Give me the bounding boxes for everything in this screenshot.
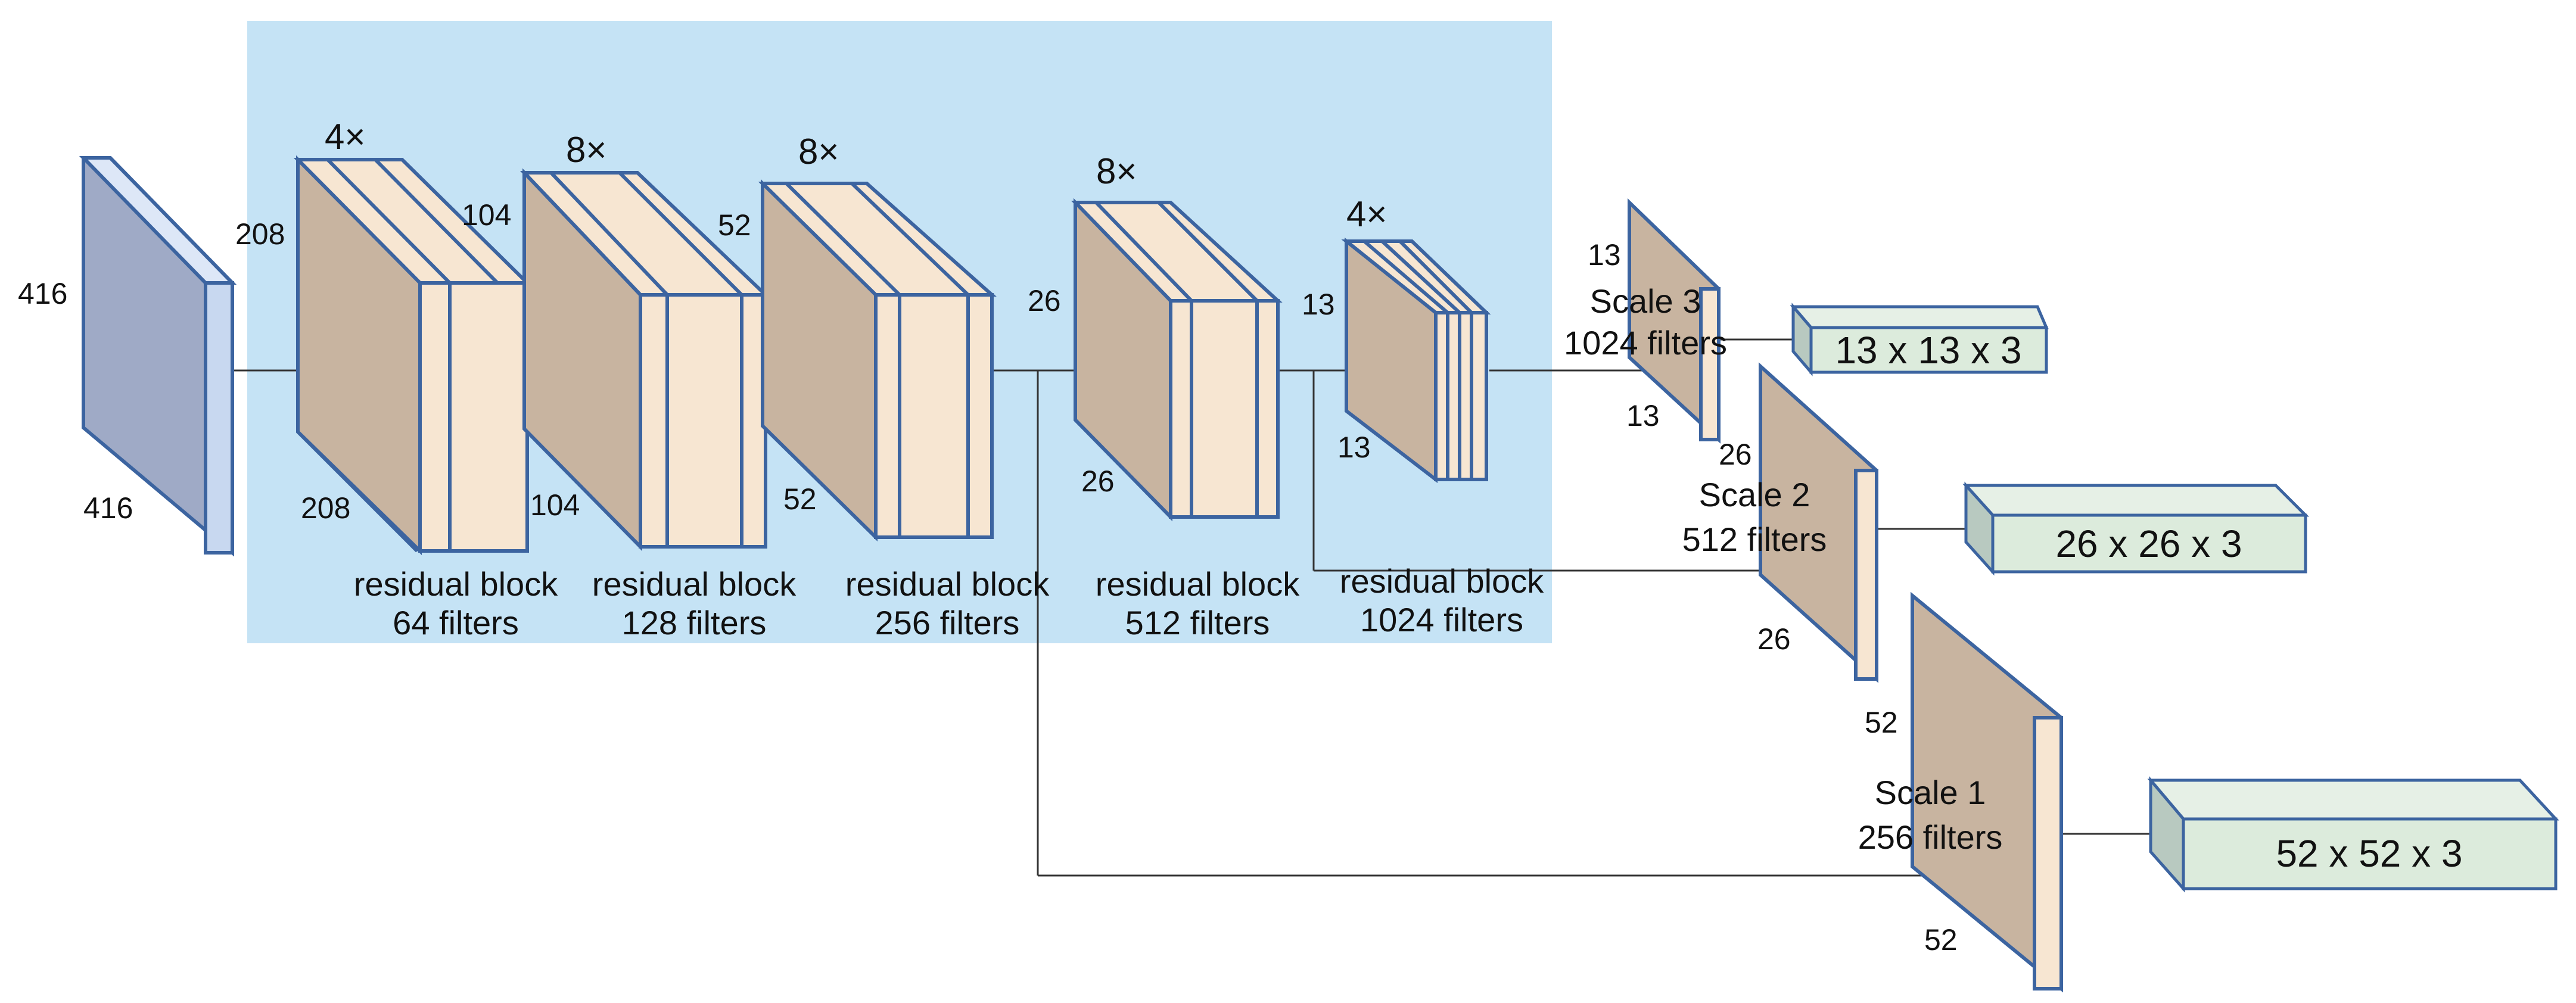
block-2-caption-line1: residual block	[592, 565, 797, 603]
output-scale-2-label: 26 x 26 x 3	[2055, 522, 2242, 565]
scale-2-label-line2: 512 filters	[1682, 521, 1827, 558]
scale-2-label-line1: Scale 2	[1699, 476, 1810, 513]
scale-2-size-bottom: 26	[1757, 622, 1791, 656]
scale-1-label-line2: 256 filters	[1858, 818, 2003, 856]
output-scale-1-label: 52 x 52 x 3	[2276, 832, 2462, 875]
scale-2-size-top: 26	[1719, 438, 1752, 471]
block-3-multiplier: 8×	[798, 132, 839, 172]
block-3-size-top: 52	[718, 208, 751, 242]
scale-1-size-bottom: 52	[1924, 923, 1958, 957]
input-layer-top	[79, 156, 237, 285]
scale-3-label-line1: Scale 3	[1590, 282, 1701, 320]
block-4-caption-line1: residual block	[1096, 565, 1300, 603]
block-5-multiplier: 4×	[1346, 194, 1387, 234]
scale-3-layer	[1628, 198, 1721, 444]
block-4-caption-line2: 512 filters	[1125, 604, 1270, 641]
block-4-size-top: 26	[1028, 284, 1061, 317]
block-3	[758, 179, 997, 542]
scale-2-layer	[1759, 362, 1878, 683]
output-box-scale-3	[1790, 303, 2049, 376]
block-2-caption-line2: 128 filters	[622, 604, 767, 641]
input-layer	[79, 156, 237, 557]
scale-3-label-line2: 1024 filters	[1564, 324, 1727, 362]
block-2-size-bottom: 104	[530, 488, 580, 522]
block-3-caption-line1: residual block	[845, 565, 1050, 603]
scale-3-size-bottom: 13	[1626, 399, 1660, 432]
scale-1-size-top: 52	[1865, 706, 1898, 739]
output-box-scale-2	[1962, 481, 2310, 576]
block-3-size-bottom: 52	[783, 482, 817, 516]
block-5-caption-line2: 1024 filters	[1360, 601, 1523, 638]
block-1-size-top: 208	[235, 217, 285, 251]
block-4-size-bottom: 26	[1081, 465, 1115, 498]
block-1-size-bottom: 208	[301, 491, 350, 525]
block-4	[1071, 198, 1283, 522]
scale-1-layer	[1911, 591, 2063, 993]
input-height-label: 416	[18, 277, 67, 310]
input-width-label: 416	[83, 491, 133, 525]
block-1	[293, 155, 532, 556]
block-1-multiplier: 4×	[325, 117, 365, 157]
output-box-scale-1	[2147, 776, 2559, 893]
block-2-size-top: 104	[462, 198, 511, 232]
block-5-caption-line1: residual block	[1340, 562, 1544, 600]
scale-1-label-line1: Scale 1	[1875, 774, 1986, 811]
scale-3-size-top: 13	[1588, 238, 1621, 272]
block-2-multiplier: 8×	[566, 130, 606, 170]
block-5-size-top: 13	[1302, 288, 1335, 321]
block-5-size-bottom: 13	[1337, 431, 1371, 464]
output-scale-3-label: 13 x 13 x 3	[1835, 329, 2021, 372]
block-5	[1341, 237, 1491, 484]
block-3-caption-line2: 256 filters	[875, 604, 1020, 641]
block-1-caption-line1: residual block	[354, 565, 558, 603]
block-2	[520, 168, 770, 552]
block-1-caption-line2: 64 filters	[393, 604, 519, 641]
input-layer-side	[204, 281, 234, 555]
block-4-multiplier: 8×	[1096, 151, 1137, 191]
